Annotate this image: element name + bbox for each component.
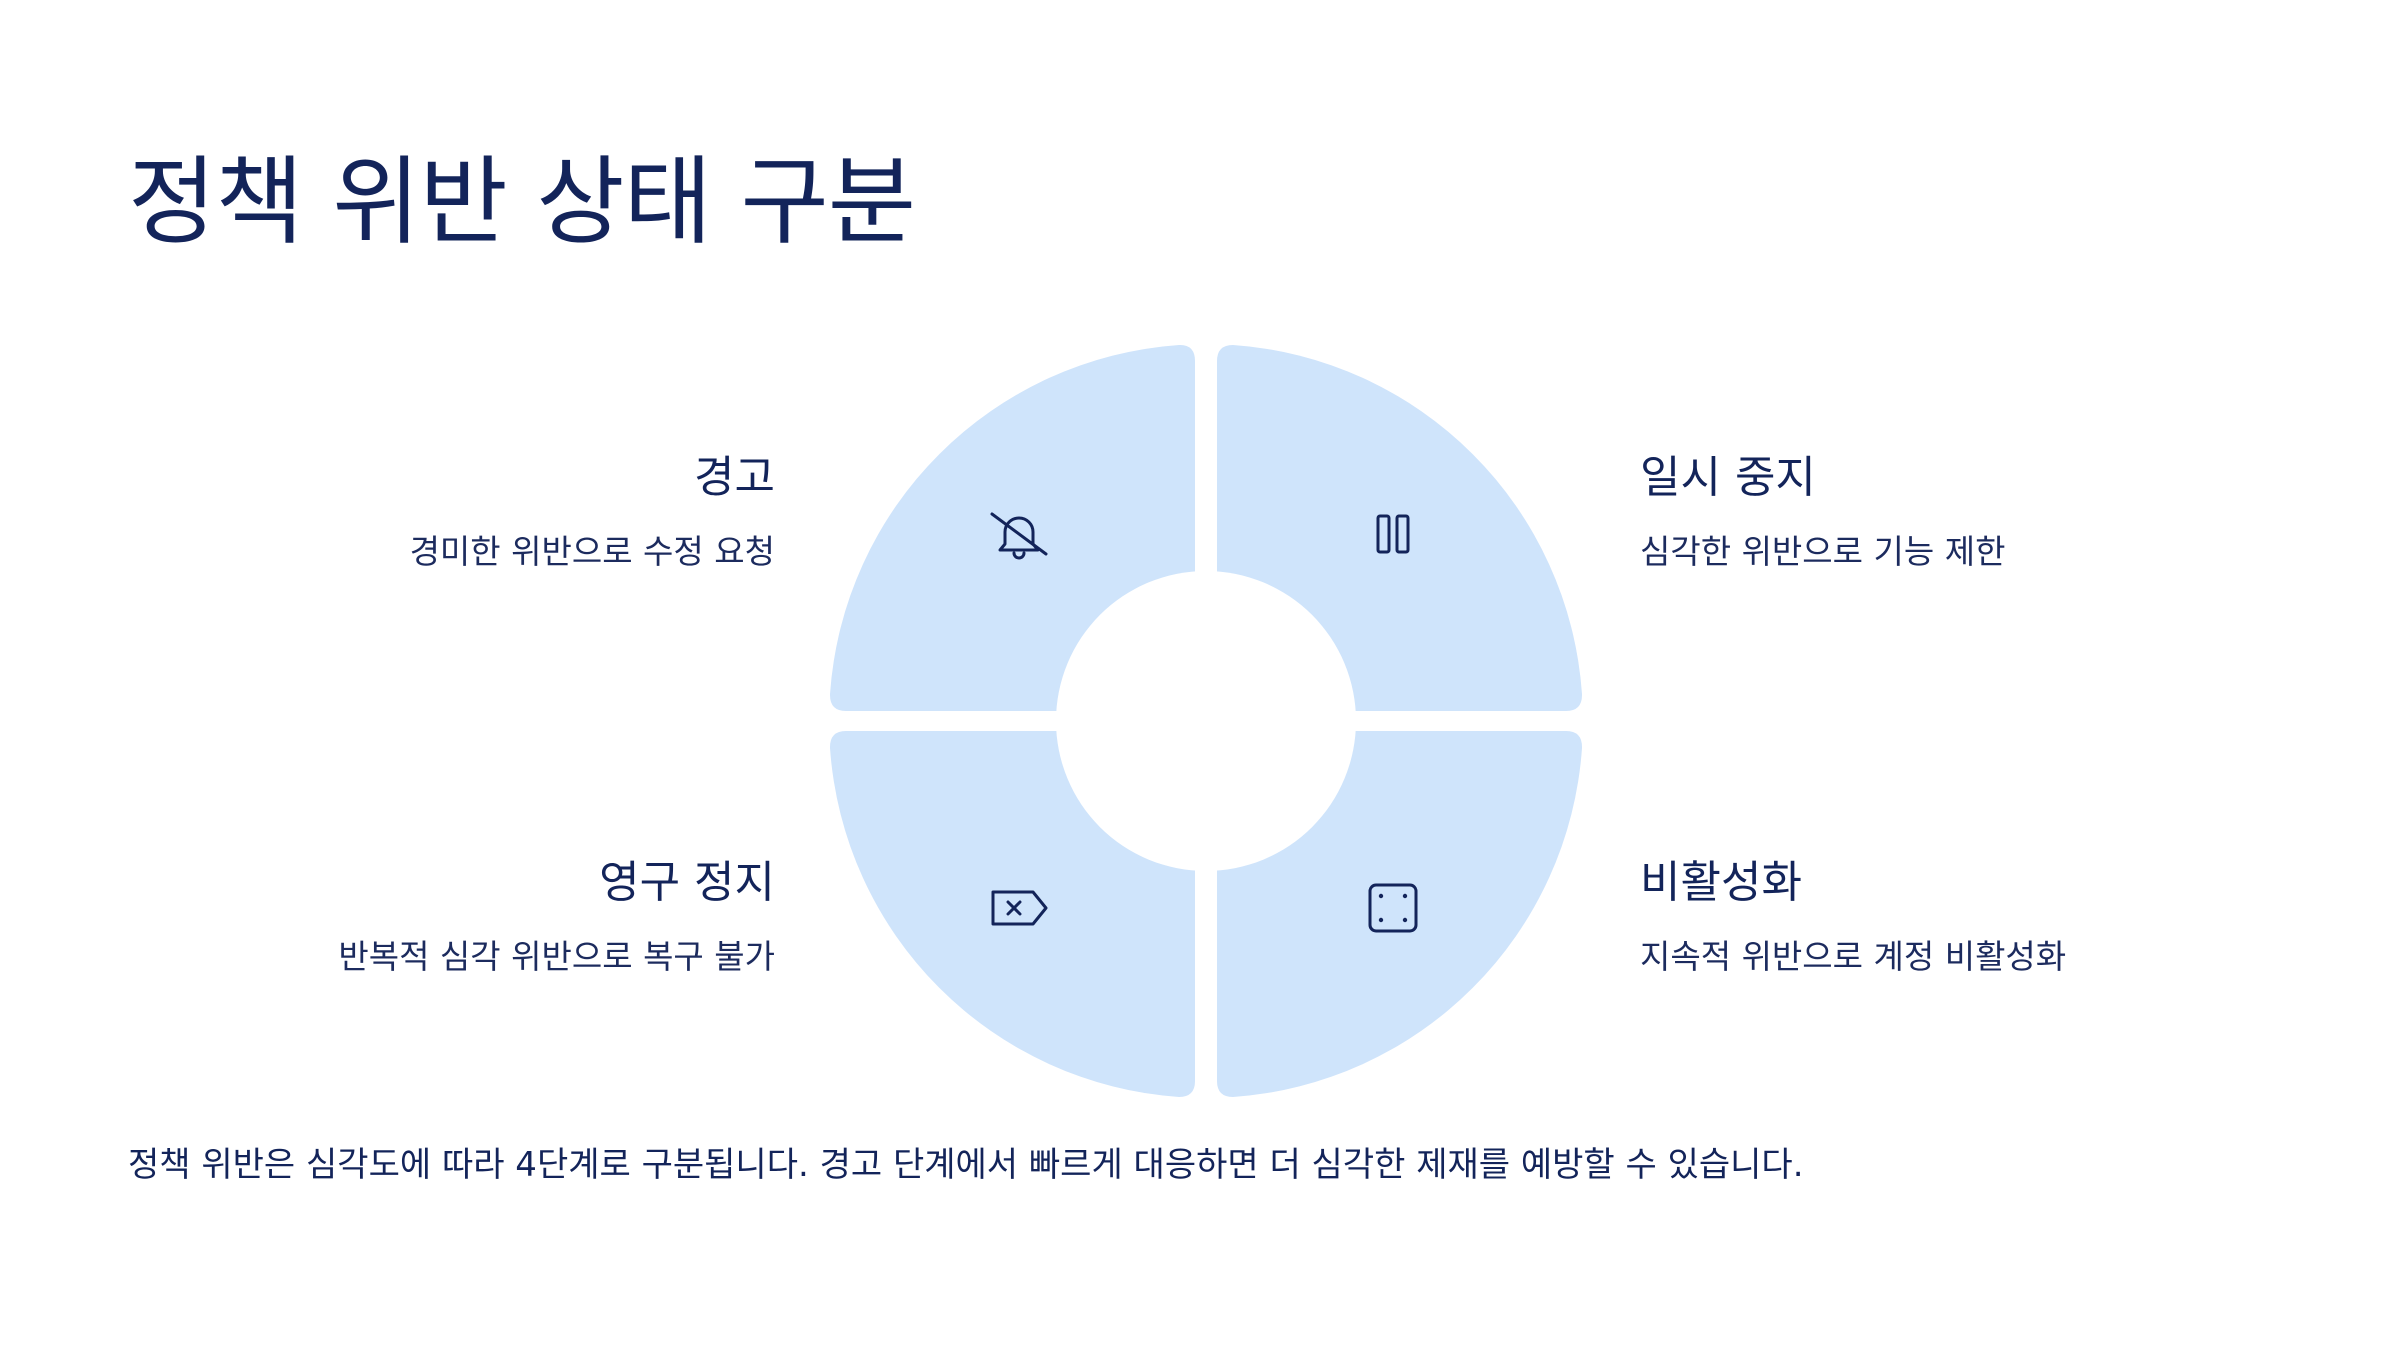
tag-x-icon <box>991 890 1048 926</box>
page-title: 정책 위반 상태 구분 <box>128 146 916 258</box>
stage-warning: 경고 경미한 위반으로 수정 요청 <box>135 452 775 574</box>
stage-permanent-ban-title: 영구 정지 <box>599 857 775 908</box>
stage-warning-title: 경고 <box>694 452 775 503</box>
bell-off-icon <box>990 512 1048 560</box>
pause-icon <box>1376 514 1410 554</box>
square-frame-icon <box>1368 883 1418 933</box>
center-hole <box>1056 571 1356 871</box>
quadrant-diagram <box>830 345 1582 1097</box>
footer-note: 정책 위반은 심각도에 따라 4단계로 구분됩니다. 경고 단계에서 빠르게 대… <box>128 1145 1804 1185</box>
stage-deactivation: 비활성화 지속적 위반으로 계정 비활성화 <box>1640 857 2280 979</box>
stage-suspension-title: 일시 중지 <box>1640 452 1816 503</box>
stage-suspension-description: 심각한 위반으로 기능 제한 <box>1640 531 2006 571</box>
stage-permanent-ban: 영구 정지 반복적 심각 위반으로 복구 불가 <box>135 857 775 979</box>
stage-deactivation-title: 비활성화 <box>1640 857 1802 908</box>
stage-warning-description: 경미한 위반으로 수정 요청 <box>409 531 775 571</box>
stage-deactivation-description: 지속적 위반으로 계정 비활성화 <box>1640 936 2067 976</box>
stage-suspension: 일시 중지 심각한 위반으로 기능 제한 <box>1640 452 2280 574</box>
stage-permanent-ban-description: 반복적 심각 위반으로 복구 불가 <box>338 936 775 976</box>
